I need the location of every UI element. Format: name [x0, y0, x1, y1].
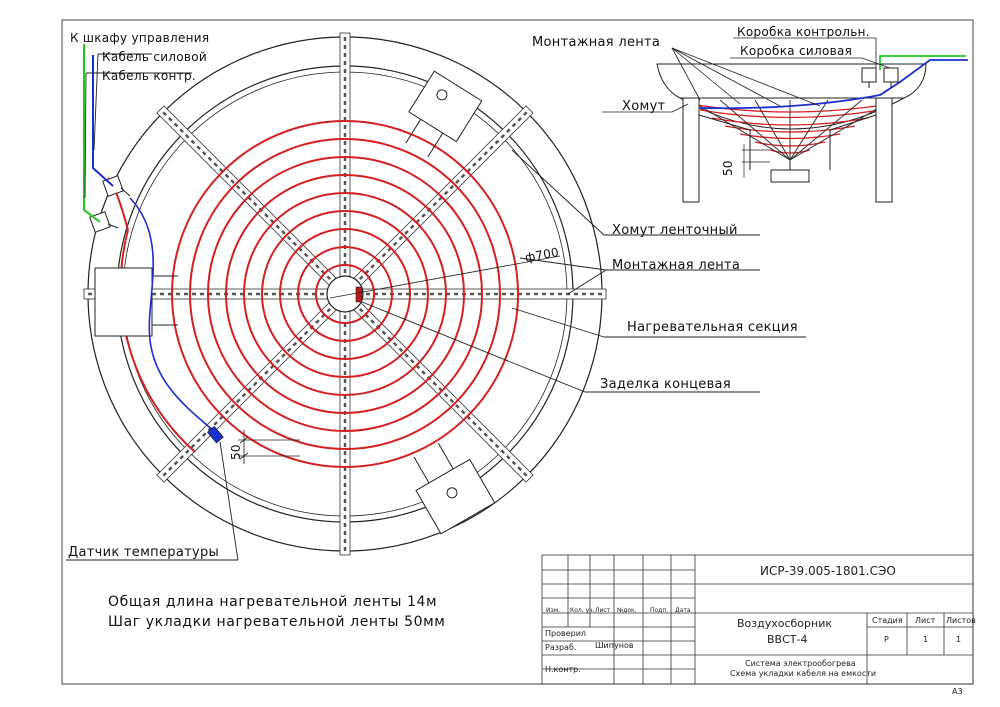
- callout-heating-section: Нагревательная секция: [627, 320, 798, 335]
- tb-col-list: Лист: [595, 607, 611, 614]
- callout-end-seal: Заделка концевая: [600, 377, 731, 392]
- side-control-box: [861, 67, 877, 83]
- side-power-box: [883, 67, 899, 83]
- end-seal-mark: [355, 286, 363, 303]
- callout-power-box: Коробка силовая: [740, 44, 853, 58]
- side-power-cable: [699, 59, 968, 110]
- tb-desc-1: Система электрообогрева: [745, 659, 856, 668]
- callout-power-cable: Кабель силовой: [102, 50, 208, 64]
- side-mounting-tapes: [689, 99, 893, 161]
- tb-row-ncontrol: Н.контр.: [545, 665, 581, 674]
- callout-temp-sensor: Датчик температуры: [68, 545, 220, 560]
- callout-control-box: Коробка контрольн.: [737, 25, 870, 39]
- tb-desc-2: Схема укладки кабеля на емкости: [730, 669, 877, 678]
- tb-row-checked: Проверил: [545, 629, 587, 638]
- callout-mounting-tape-side: Монтажная лента: [532, 35, 661, 50]
- tb-object-name-2: ВВСТ-4: [767, 633, 808, 646]
- callout-clamp-side: Хомут: [622, 99, 666, 114]
- side-callout-leaders: [602, 37, 891, 113]
- tb-col-podp: Подп.: [650, 607, 669, 614]
- callout-leaders: [66, 53, 806, 561]
- tb-row-developed: Разраб.: [545, 643, 577, 652]
- note-pitch: Шаг укладки нагревательной ленты 50мм: [108, 614, 446, 630]
- side-drain-box: [770, 169, 810, 183]
- callout-control-cable: Кабель контр.: [102, 69, 196, 83]
- tb-col-ndoc: №док.: [617, 607, 637, 614]
- pitch-dimension-plan: [238, 430, 300, 464]
- side-view: [602, 37, 968, 203]
- central-hub: [326, 275, 364, 313]
- tb-stage-header: Стадия: [872, 616, 903, 625]
- support-box-top: [405, 70, 483, 158]
- note-total-length: Общая длина нагревательной ленты 14м: [108, 594, 438, 610]
- tb-sheet-header: Лист: [915, 616, 936, 625]
- temperature-sensor: [207, 426, 224, 444]
- tb-sheets-header: Листов: [946, 616, 976, 625]
- dimension-50-side: 50: [721, 160, 735, 176]
- control-cable-plan: [83, 44, 101, 223]
- callout-to-cabinet: К шкафу управления: [70, 31, 210, 45]
- support-box-bottom: [413, 442, 496, 535]
- title-block-grid: [541, 554, 974, 685]
- power-cable-plan: [92, 55, 114, 187]
- tb-object-name-1: Воздухосборник: [737, 617, 833, 630]
- support-box-left: [94, 267, 178, 337]
- tb-col-kol: Кол. уч.: [570, 607, 595, 614]
- diameter-dimension-line: [329, 255, 561, 299]
- sensor-cable-plan: [129, 197, 216, 433]
- sheet-frame: [61, 19, 974, 685]
- side-control-cable: [879, 55, 966, 70]
- callout-mounting-tape: Монтажная лента: [612, 258, 741, 273]
- doc-code: ИСР-39.005-1801.СЭО: [760, 564, 896, 578]
- tb-stage-value: Р: [884, 635, 889, 644]
- tb-developer-name: Шипунов: [595, 641, 634, 650]
- plan-view: [66, 32, 806, 561]
- dimension-50-plan: 50: [229, 444, 243, 460]
- callout-tape-clamp: Хомут ленточный: [612, 223, 738, 238]
- sheet-format: А3: [952, 687, 963, 696]
- tb-sheet-value: 1: [923, 635, 929, 644]
- tb-col-data: Дата: [675, 607, 691, 614]
- tb-col-izm: Изм.: [546, 607, 561, 614]
- tb-sheets-value: 1: [956, 635, 962, 644]
